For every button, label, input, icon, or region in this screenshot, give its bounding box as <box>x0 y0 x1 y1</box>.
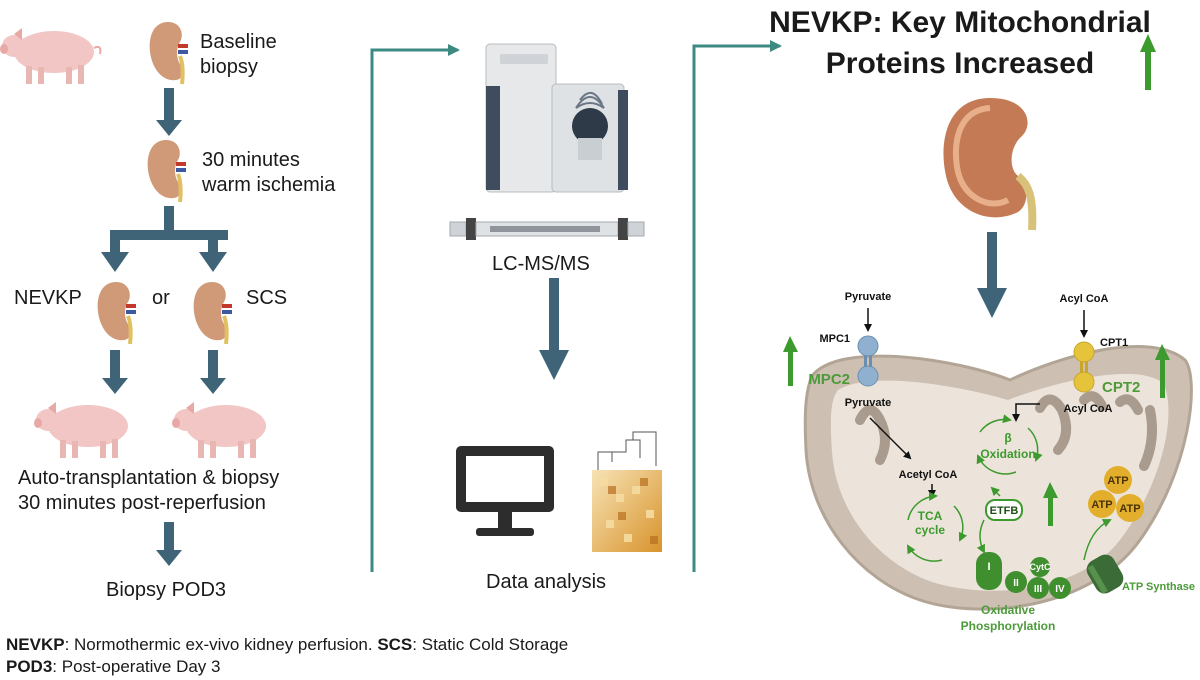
beta-oxidation-arrow <box>1027 427 1043 462</box>
diagram-title: NEVKP: Key Mitochondrial Proteins Increa… <box>740 2 1180 84</box>
electron-flow-arrow <box>976 519 985 554</box>
atp-synthase-label: ATP Synthase <box>1122 581 1195 593</box>
kidney-icon <box>149 22 188 85</box>
baseline-label: Baseline biopsy <box>200 30 277 80</box>
atp-label: ATP <box>1091 499 1112 511</box>
step-label-line: 30 minutes <box>202 149 300 171</box>
lcms-label: LC-MS/MS <box>492 253 590 275</box>
acyl-coa-in-label: Acyl CoA <box>1060 293 1109 305</box>
computer-icon <box>456 446 554 536</box>
nevkp-option-label: NEVKP <box>14 287 82 309</box>
pyruvate-in-label: Pyruvate <box>845 291 891 303</box>
pig-icon <box>172 402 266 458</box>
beta-label: β <box>1004 431 1011 445</box>
heatmap-icon <box>592 431 662 552</box>
acyl-coa-out-label: Acyl CoA <box>1064 403 1113 415</box>
flow-arrow <box>156 88 182 136</box>
cytc-label: CytC <box>1029 562 1051 572</box>
scs-option-label: SCS <box>246 287 288 309</box>
footnote-line-1: NEVKP: Normothermic ex-vivo kidney perfu… <box>6 634 568 656</box>
or-label: or <box>152 287 170 309</box>
tca-label-line2: cycle <box>915 523 945 537</box>
tca-label-line1: TCA <box>918 509 943 523</box>
footnote-definition: : Post-operative Day 3 <box>52 657 221 676</box>
tca-cycle-arrow <box>907 491 938 521</box>
mass-spectrometer-icon <box>485 43 628 193</box>
chromatography-column-icon <box>449 218 645 240</box>
mpc-transporter <box>857 335 879 387</box>
data-analysis-label: Data analysis <box>486 571 607 593</box>
complex-i-label: I <box>987 561 990 573</box>
footnote-abbr: SCS <box>377 635 413 654</box>
step-label-line: Baseline <box>200 31 277 53</box>
pig-icon <box>0 28 102 84</box>
footnote-definition: : Static Cold Storage <box>412 635 569 654</box>
beta-oxidation-arrow <box>976 454 1017 475</box>
up-arrow-icon <box>783 336 798 386</box>
pathway-arrow <box>1012 403 1040 422</box>
mpc2-label: MPC2 <box>808 371 850 388</box>
cpt2-label: CPT2 <box>1102 379 1140 396</box>
step-label-line: warm ischemia <box>202 174 336 196</box>
mpc1-label: MPC1 <box>819 333 850 345</box>
footnote-definition: : Normothermic ex-vivo kidney perfusion. <box>64 635 378 654</box>
tca-cycle-arrow <box>907 544 943 562</box>
pig-icon <box>34 402 128 458</box>
cpt1-label: CPT1 <box>1100 337 1128 349</box>
atp-label: ATP <box>1107 475 1128 487</box>
connector-arrow <box>692 40 782 572</box>
complex-iii-label: III <box>1034 584 1043 595</box>
atp-label: ATP <box>1119 503 1140 515</box>
electron-flow-arrow <box>990 486 1001 497</box>
oxphos-label-line1: Oxidative <box>981 603 1035 617</box>
etfb-complex <box>985 499 1023 521</box>
step-label-line: biopsy <box>200 56 258 78</box>
title-line: Proteins Increased <box>825 47 1095 80</box>
kidney-cross-section <box>943 98 1037 231</box>
kidney-icon <box>193 282 232 345</box>
mitochondrion-illustration <box>803 345 1193 611</box>
oxphos-label-line2: Phosphorylation <box>961 619 1056 633</box>
electron-flow-arrow <box>1083 519 1112 561</box>
transplantation-label: Auto-transplantation & biopsy 30 minutes… <box>18 466 279 516</box>
footnote-abbr: NEVKP <box>6 635 65 654</box>
kidney-icon <box>97 282 136 345</box>
oxphos-complexes <box>976 552 1071 599</box>
kidney-icon <box>147 140 186 203</box>
atp-molecules <box>1088 466 1144 522</box>
up-arrow-icon <box>1140 34 1156 90</box>
step-label-line: Auto-transplantation & biopsy <box>18 467 280 489</box>
step-label-line: 30 minutes post-reperfusion <box>18 492 266 514</box>
flow-arrow <box>156 522 182 566</box>
footnote-line-2: POD3: Post-operative Day 3 <box>6 656 221 678</box>
branch-arrow <box>101 206 228 272</box>
title-line: NEVKP: Key Mitochondrial <box>769 6 1151 39</box>
oxidation-label: Oxidation <box>980 447 1035 461</box>
beta-oxidation-arrow <box>979 414 1012 433</box>
flow-arrow <box>102 350 226 394</box>
etfb-label: ETFB <box>990 505 1019 517</box>
complex-ii-label: II <box>1013 578 1019 589</box>
up-arrow-icon <box>1043 482 1058 526</box>
pathway-arrow <box>869 417 912 460</box>
biopsy-pod3-label: Biopsy POD3 <box>106 579 227 601</box>
acetyl-coa-label: Acetyl CoA <box>899 469 958 481</box>
complex-iv-label: IV <box>1055 584 1065 595</box>
pyruvate-out-label: Pyruvate <box>845 397 891 409</box>
connector-arrow <box>370 44 460 572</box>
up-arrow-icon <box>1155 344 1170 398</box>
flow-arrow <box>977 232 1007 318</box>
tca-cycle-arrow <box>953 505 968 542</box>
warm-ischemia-label: 30 minutes warm ischemia <box>202 148 335 198</box>
footnote-abbr: POD3 <box>6 657 53 676</box>
atp-synthase-icon <box>1086 554 1124 594</box>
flow-arrow <box>539 278 569 380</box>
cpt-transporter <box>1073 341 1095 393</box>
